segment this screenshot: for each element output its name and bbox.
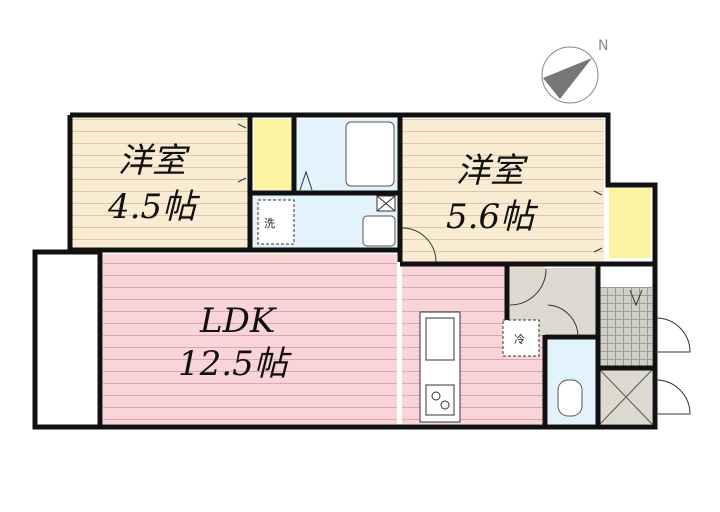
western-room-1 xyxy=(72,117,250,250)
room1-size: 4.5帖 xyxy=(107,187,201,227)
closet-1 xyxy=(254,119,292,190)
room1-name: 洋室 xyxy=(118,141,191,181)
fridge-space xyxy=(502,319,540,357)
balcony xyxy=(38,254,100,424)
walls xyxy=(32,112,658,430)
ldk-name: LDK xyxy=(199,301,278,341)
fridge-label: 冷 xyxy=(514,333,525,346)
room2-name: 洋室 xyxy=(456,151,529,191)
western-room-2 xyxy=(402,119,604,262)
washer-label: 洗 xyxy=(264,217,275,230)
washer-space xyxy=(257,199,295,245)
wash-basin xyxy=(362,215,396,247)
closet-2 xyxy=(609,188,651,258)
stove xyxy=(425,384,455,416)
compass-icon: N xyxy=(541,38,608,104)
north-label: N xyxy=(598,38,608,54)
sink xyxy=(425,317,455,361)
entrance xyxy=(600,287,652,367)
bathtub xyxy=(345,121,395,187)
ldk-room xyxy=(103,254,397,424)
doors xyxy=(237,123,691,415)
room2-size: 5.6帖 xyxy=(446,197,539,237)
toilet xyxy=(557,379,583,417)
ldk-size: 12.5帖 xyxy=(178,344,293,384)
